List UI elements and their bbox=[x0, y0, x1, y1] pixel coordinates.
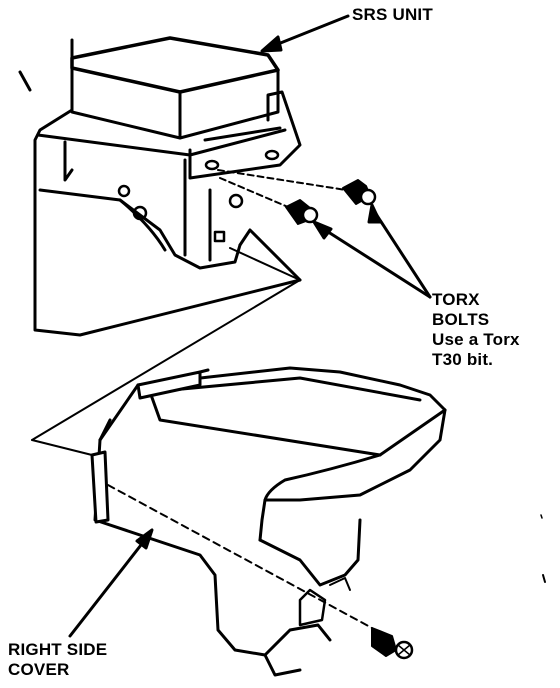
srs-unit-label: SRS UNIT bbox=[352, 5, 433, 25]
cover-label-line-2: COVER bbox=[8, 660, 70, 679]
srs-unit-label-text: SRS UNIT bbox=[352, 5, 433, 24]
torx-label-line-2: BOLTS bbox=[432, 310, 490, 329]
torx-label-line-3: Use a Torx bbox=[432, 330, 520, 349]
cover-clip-fastener bbox=[371, 627, 414, 660]
right-side-cover-leader bbox=[68, 528, 154, 638]
torx-bolt-lower bbox=[219, 177, 319, 225]
torx-bolt-upper bbox=[217, 169, 377, 206]
torx-bolts-leader bbox=[312, 203, 432, 299]
cover-label-line-1: RIGHT SIDE bbox=[8, 640, 108, 659]
torx-label-line-4: T30 bit. bbox=[432, 350, 494, 369]
srs-unit-leader bbox=[260, 14, 350, 53]
torx-bolts-label: TORX BOLTS Use a Torx T30 bit. bbox=[432, 290, 520, 370]
floor-plane bbox=[31, 247, 301, 456]
right-side-cover bbox=[90, 366, 546, 677]
torx-label-line-1: TORX bbox=[432, 290, 480, 309]
right-side-cover-label: RIGHT SIDE COVER bbox=[8, 640, 107, 680]
mounting-bracket bbox=[18, 38, 302, 337]
srs-unit bbox=[70, 36, 302, 180]
